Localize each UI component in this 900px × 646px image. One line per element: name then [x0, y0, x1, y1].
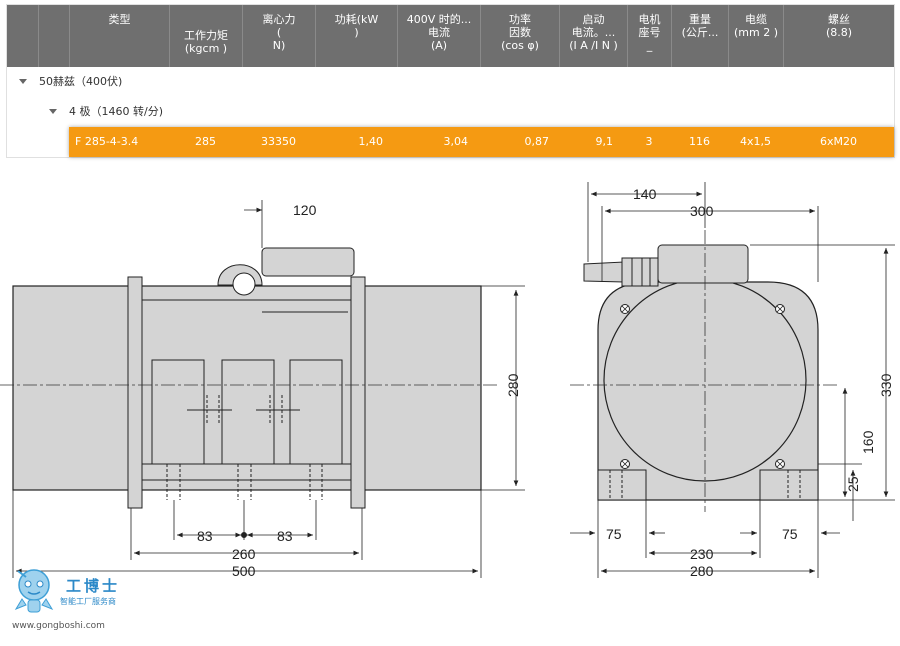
- logo-url: www.gongboshi.com: [12, 621, 105, 631]
- group-label-50hz: 50赫兹（400伏): [39, 75, 123, 88]
- front-view: 140 300 330 160 25 75 75 230 280: [570, 182, 895, 579]
- dim-230: 230: [690, 546, 714, 562]
- dim-280-front: 280: [690, 563, 714, 579]
- cell-current: 3,04: [443, 135, 469, 148]
- col-cable[interactable]: 电缆 (mm 2 ): [728, 5, 783, 67]
- dim-160: 160: [860, 430, 876, 454]
- lifting-eye: [232, 272, 256, 296]
- cell-cable: 4x1,5: [739, 135, 771, 148]
- col-type[interactable]: 类型: [69, 5, 169, 67]
- dim-140: 140: [633, 186, 657, 202]
- table-row-selected[interactable]: F 285-4-3.4 285 33350 1,40 3,04 0,87 9,1…: [69, 127, 894, 157]
- logo-subtitle: 智能工厂服务商: [60, 597, 116, 606]
- col-power[interactable]: 功耗(kW ): [315, 5, 397, 67]
- collapse-triangle-icon[interactable]: [49, 108, 57, 114]
- col-weight[interactable]: 重量 (公斤...: [671, 5, 728, 67]
- side-view: 120 280 83 83 260 500: [0, 200, 525, 579]
- mascot-icon: [14, 569, 54, 613]
- dim-83-right: 83: [277, 528, 293, 544]
- dim-120: 120: [293, 202, 317, 218]
- dim-83-left: 83: [197, 528, 213, 544]
- dim-75-right: 75: [782, 526, 798, 542]
- group-label-4pole: 4 极（1460 转/分): [69, 105, 163, 118]
- cell-power-factor: 0,87: [524, 135, 550, 148]
- terminal-box: [657, 244, 749, 284]
- cell-weight: 116: [689, 135, 710, 148]
- col-power-factor[interactable]: 功率 因数 (cos φ): [480, 5, 559, 67]
- dim-280: 280: [505, 373, 521, 397]
- collapse-triangle-icon[interactable]: [19, 78, 27, 84]
- cell-torque: 285: [195, 135, 216, 148]
- col-torque[interactable]: 工作力矩 (kgcm ): [169, 5, 242, 67]
- col-screw[interactable]: 螺丝 (8.8): [783, 5, 894, 67]
- dim-25: 25: [845, 476, 861, 492]
- cell-type: F 285-4-3.4: [75, 135, 139, 148]
- cell-screw: 6xM20: [820, 135, 857, 148]
- product-table: 类型 工作力矩 (kgcm ) 离心力 ( N) 功耗(kW ) 400V 时的…: [6, 4, 895, 158]
- dim-300: 300: [690, 203, 714, 219]
- col-frame-size[interactable]: 电机 座号 _: [627, 5, 671, 67]
- terminal-box: [261, 247, 355, 277]
- col-empty-1: [7, 5, 38, 67]
- table-header: 类型 工作力矩 (kgcm ) 离心力 ( N) 功耗(kW ) 400V 时的…: [7, 5, 894, 67]
- cell-frame: 3: [645, 135, 653, 148]
- col-current[interactable]: 400V 时的... 电流 (A): [397, 5, 480, 67]
- technical-drawing: 120 280 83 83 260 500: [0, 182, 895, 579]
- dim-260: 260: [232, 546, 256, 562]
- logo-title: 工博士: [66, 577, 121, 595]
- cell-force: 33350: [261, 135, 296, 148]
- watermark-logo: 工博士 智能工厂服务商 www.gongboshi.com: [8, 565, 138, 640]
- dim-75-left: 75: [606, 526, 622, 542]
- dim-500: 500: [232, 563, 256, 579]
- cell-start-current: 9,1: [595, 135, 614, 148]
- cell-power: 1,40: [358, 135, 384, 148]
- col-empty-2: [38, 5, 69, 67]
- group-row-4pole[interactable]: 4 极（1460 转/分): [49, 103, 163, 119]
- group-row-50hz[interactable]: 50赫兹（400伏): [19, 73, 122, 89]
- col-start-current[interactable]: 启动 电流。... (I A /I N ): [559, 5, 627, 67]
- col-centrifugal-force[interactable]: 离心力 ( N): [242, 5, 315, 67]
- dim-330: 330: [878, 373, 894, 397]
